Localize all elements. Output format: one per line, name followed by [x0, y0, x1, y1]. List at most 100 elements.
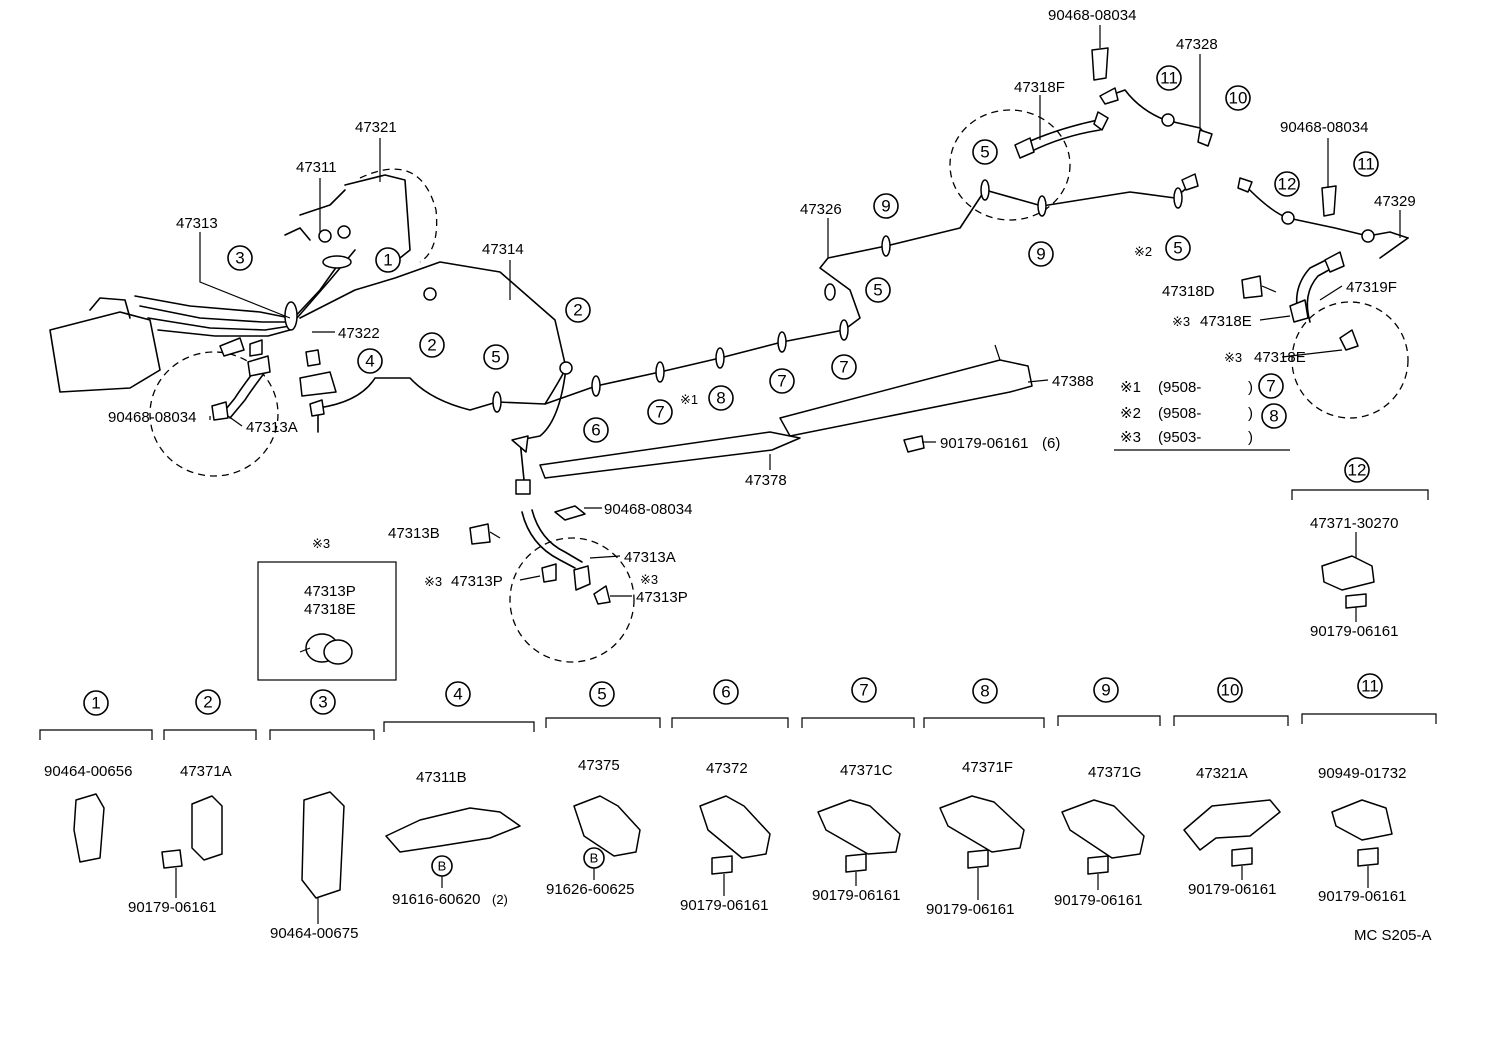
ref-3: 3	[235, 249, 244, 268]
bottom-group-9: 9 47371G 90179-06161	[1054, 677, 1161, 909]
label-47329: 47329	[1374, 193, 1416, 210]
ref-2: 2	[573, 301, 582, 320]
legend-text-1: (9508-	[1158, 379, 1201, 396]
label-47313A: 47313A	[624, 549, 676, 566]
label-47313: 47313	[176, 215, 218, 232]
part-47372: 47372	[706, 760, 748, 777]
part-qty: (2)	[492, 892, 508, 907]
ref-11: 11	[1160, 69, 1178, 88]
bottom-group-7: 7 47371C 90179-06161	[801, 677, 915, 904]
ref-8: 8	[716, 389, 725, 408]
label-47388: 47388	[1052, 373, 1094, 390]
bottom-group-1: 1 90464-00656	[39, 690, 153, 863]
legend-close-2: )	[1248, 405, 1253, 422]
label-90179-06161: 90179-06161	[940, 435, 1028, 452]
mark-3: ※3	[312, 536, 330, 551]
part-47321A: 47321A	[1196, 765, 1248, 782]
diagram-code: MC S205-A	[1354, 927, 1432, 944]
label-47313B: 47313B	[388, 525, 440, 542]
inset-label-47318E: 47318E	[304, 601, 356, 618]
mark-3: ※3	[640, 572, 658, 587]
group-ref-11: 11	[1361, 677, 1379, 696]
part-90179-06161: 90179-06161	[1054, 892, 1142, 909]
ref-7: 7	[839, 358, 848, 377]
group-ref-8: 8	[980, 682, 989, 701]
group-ref-2: 2	[203, 693, 212, 712]
label-47322: 47322	[338, 325, 380, 342]
label-90179-06161: 90179-06161	[1310, 623, 1398, 640]
ref-5: 5	[1173, 239, 1182, 258]
ref-7: 7	[777, 372, 786, 391]
part-47375: 47375	[578, 757, 620, 774]
legend-mark-1: ※1	[1120, 379, 1141, 396]
label-47314: 47314	[482, 241, 524, 258]
wheel-area-outlines	[149, 109, 1409, 663]
part-labels: 90468-08034 47328 47318F 90468-08034 473…	[108, 7, 1416, 606]
part-90949-01732: 90949-01732	[1318, 765, 1406, 782]
group-ref-5: 5	[597, 685, 606, 704]
detail-12: 47371-30270 90179-06161	[1291, 489, 1429, 640]
ref-2: 2	[427, 336, 436, 355]
ref-9: 9	[1036, 245, 1045, 264]
group-ref-1: 1	[91, 694, 100, 713]
ref-10: 10	[1229, 89, 1248, 108]
ref-12: 12	[1278, 175, 1297, 194]
label-90468-08034: 90468-08034	[1048, 7, 1136, 24]
label-47321: 47321	[355, 119, 397, 136]
master-cylinder-sketch	[49, 174, 411, 393]
ref-5: 5	[491, 348, 500, 367]
bottom-group-5: 5 47375 B 91626-60625	[545, 681, 661, 898]
ref-1: 1	[383, 251, 392, 270]
rail-brackets	[539, 344, 1033, 479]
ref-12-group: 12	[1348, 461, 1367, 480]
bottom-group-10: 10 47321A 90179-06161	[1173, 677, 1289, 898]
part-90179-06161: 90179-06161	[812, 887, 900, 904]
part-90179-06161: 90179-06161	[128, 899, 216, 916]
part-47371C: 47371C	[840, 762, 893, 779]
group-ref-10: 10	[1221, 681, 1240, 700]
ref-5: 5	[873, 281, 882, 300]
group-ref-9: 9	[1101, 681, 1110, 700]
bottom-group-4: 4 47311B B 91616-60620 (2)	[383, 681, 535, 908]
bottom-group-6: 6 47372 90179-06161	[671, 679, 789, 914]
label-qty: (6)	[1042, 435, 1060, 452]
label-47313P: 47313P	[636, 589, 688, 606]
mark-3: ※3	[424, 574, 442, 589]
ref-7: 7	[655, 403, 664, 422]
group-ref-3: 3	[318, 693, 327, 712]
legend-ref-7: 7	[1266, 377, 1275, 396]
part-47371G: 47371G	[1088, 764, 1141, 781]
bottom-group-3: 3 90464-00675	[269, 689, 375, 942]
label-47311: 47311	[296, 159, 337, 176]
callout-numbers: 3 1 2 2 4 5 6 7 8 7 7 5 9 5 9 5 11 10 12…	[235, 69, 1375, 480]
bottom-group-11: 11 90949-01732 90179-06161	[1301, 673, 1437, 905]
group-ref-4: 4	[453, 685, 462, 704]
ref-4: 4	[365, 352, 374, 371]
part-91626-60625: 91626-60625	[546, 881, 634, 898]
label-90468-08034: 90468-08034	[604, 501, 692, 518]
ref-11: 11	[1357, 155, 1375, 174]
inset-label-47313P: 47313P	[304, 583, 356, 600]
part-90179-06161: 90179-06161	[1188, 881, 1276, 898]
ref-6: 6	[591, 421, 600, 440]
mark-3: ※3	[1224, 350, 1242, 365]
label-47313A: 47313A	[246, 419, 298, 436]
bottom-leaders	[175, 866, 1369, 924]
part-90464-00675: 90464-00675	[270, 925, 358, 942]
legend-close-3: )	[1248, 429, 1253, 446]
label-47318E: 47318E	[1254, 349, 1306, 366]
part-47371A: 47371A	[180, 763, 232, 780]
ref-9: 9	[881, 197, 890, 216]
label-47318D: 47318D	[1162, 283, 1215, 300]
group-ref-6: 6	[721, 683, 730, 702]
label-47313P: 47313P	[451, 573, 503, 590]
part-91616-60620: 91616-60620	[392, 891, 480, 908]
bottom-group-2: 2 47371A 90179-06161	[128, 689, 257, 916]
label-47319F: 47319F	[1346, 279, 1397, 296]
legend-mark-3: ※3	[1120, 429, 1141, 446]
part-47371F: 47371F	[962, 759, 1013, 776]
mark-3: ※3	[1172, 314, 1190, 329]
part-90464-00656: 90464-00656	[44, 763, 132, 780]
legend-mark-2: ※2	[1120, 405, 1141, 422]
